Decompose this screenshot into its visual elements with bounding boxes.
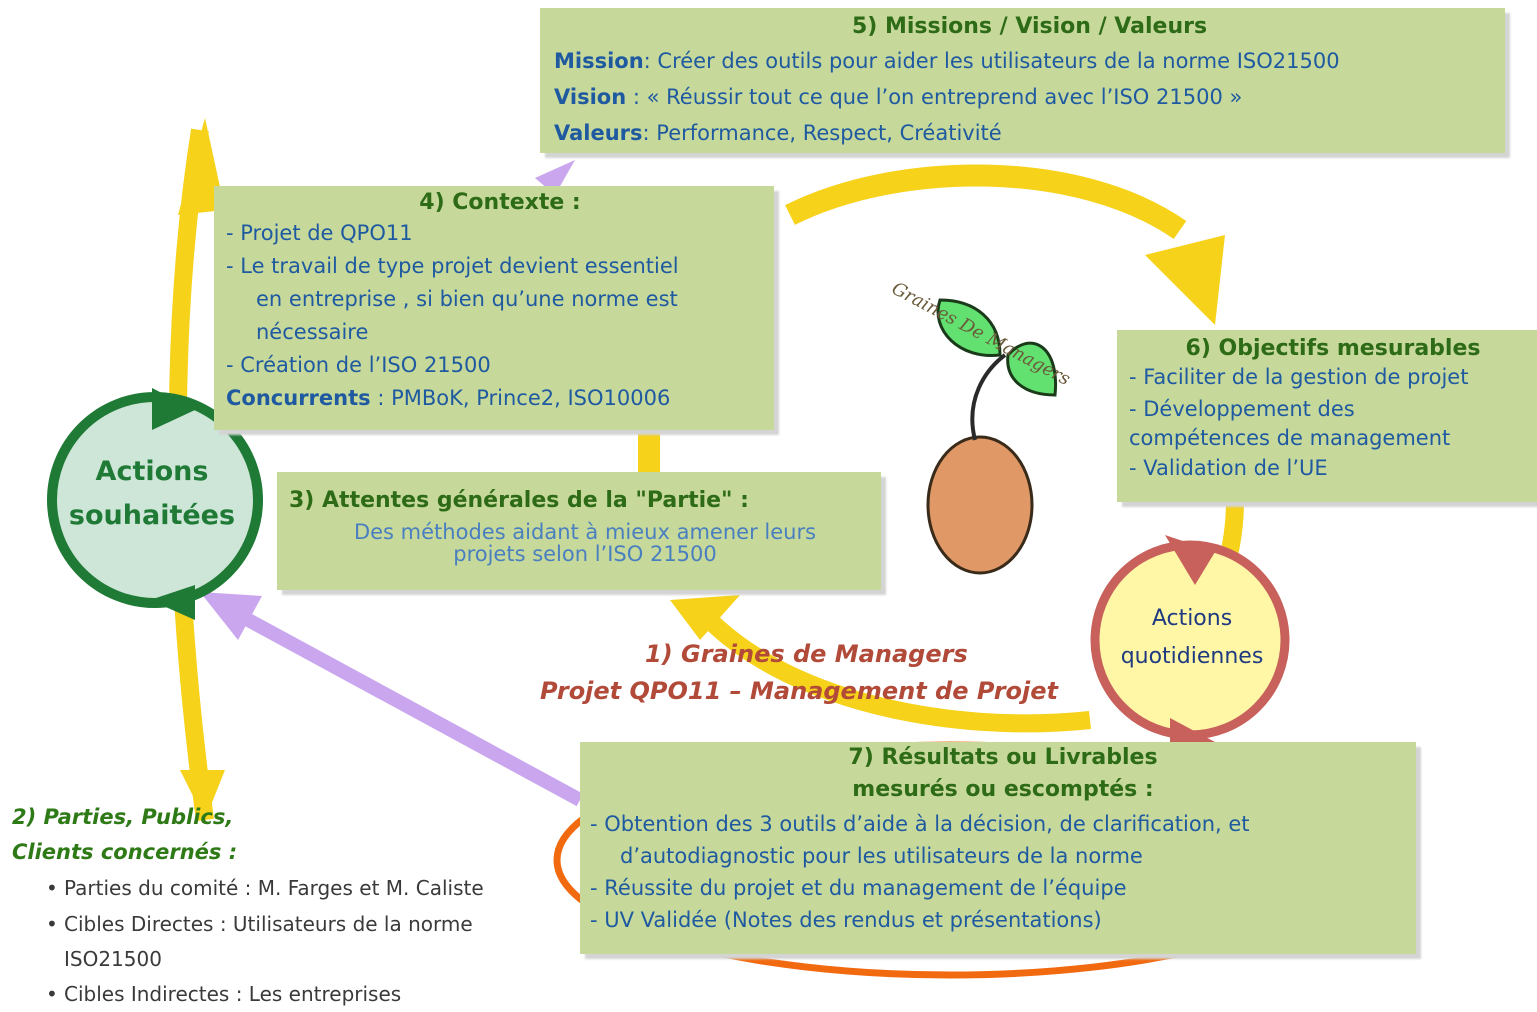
objectif-line: - Faciliter de la gestion de projet [1129,365,1469,389]
contexte-line: nécessaire [256,320,369,344]
objectifs-box: 6) Objectifs mesurables - Faciliter de l… [1117,330,1537,502]
parties-title-line1: 2) Parties, Publics, [12,805,234,829]
box3-title: 3) Attentes générales de la "Partie" : [289,488,749,513]
resultat-line: d’autodiagnostic pour les utilisateurs d… [620,844,1143,868]
left-yellow-arrowhead-bottom [180,770,225,820]
box7-title-line1: 7) Résultats ou Livrables [848,745,1158,770]
vision-label: Vision [554,85,627,109]
mission-label: Mission [554,49,644,73]
contexte-box: 4) Contexte : - Projet de QPO11 - Le tra… [214,186,774,430]
arc-bottom [693,604,1091,733]
parties-item-continuation: ISO21500 [64,947,162,971]
box7-title-line2: mesurés ou escomptés : [852,777,1154,802]
objectif-line: compétences de management [1129,426,1451,450]
red-ring-arrow-bottom [1170,718,1215,748]
box5-title: 5) Missions / Vision / Valeurs [851,14,1208,39]
attentes-line: Des méthodes aidant à mieux amener leurs [353,520,817,544]
arc-top [785,164,1187,240]
purple-arrow-head [200,592,262,640]
actions-souhaitees-line: souhaitées [68,500,236,531]
box4-title: 4) Contexte : [419,190,581,215]
left-yellow-arrowhead-top [178,118,225,215]
actions-souhaitees-line: Actions [95,456,209,487]
vision-text: : « Réussir tout ce que l’on entreprend … [626,85,1243,109]
parties-item: Cibles Directes : Utilisateurs de la nor… [12,906,612,942]
arc-top-arrowhead [1145,235,1225,325]
valeurs-label: Valeurs [554,121,643,145]
valeurs-line: Valeurs: Performance, Respect, Créativit… [554,115,1505,151]
actions-quotidiennes-line: Actions [1151,606,1233,631]
mission-line: Mission: Créer des outils pour aider les… [554,43,1505,79]
red-ring-arrow-top [1165,535,1215,585]
contexte-line: - Création de l’ISO 21500 [226,353,491,377]
resultat-line: - UV Validée (Notes des rendus et présen… [590,908,1102,932]
contexte-line: - Projet de QPO11 [226,221,413,245]
center-title-line1: 1) Graines de Managers [645,640,968,668]
box6-title: 6) Objectifs mesurables [1185,336,1481,361]
green-ring-arrow-top [152,388,195,430]
mission-text: : Créer des outils pour aider les utilis… [643,49,1340,73]
leaf-right-icon [1006,341,1058,397]
center-title-line2: Projet QPO11 – Management de Projet [540,677,1058,705]
resultat-line: - Obtention des 3 outils d’aide à la déc… [590,812,1250,836]
vision-line: Vision : « Réussir tout ce que l’on entr… [554,79,1505,115]
actions-quotidiennes-line: quotidiennes [1120,644,1264,669]
connector-3-4 [638,428,660,474]
attentes-box: 3) Attentes générales de la "Partie" : D… [277,472,881,590]
parties-title-line2: Clients concernés : [12,840,238,864]
arc-bottom-arrowhead [670,595,740,640]
contexte-line: - Le travail de type projet devient esse… [226,254,679,278]
resultat-line: - Réussite du projet et du management de… [590,876,1127,900]
parties-item: Cibles Indirectes : Les entreprises [12,976,612,1012]
concurrents-line: Concurrents : PMBoK, Prince2, ISO10006 [226,382,774,415]
resultats-box: 7) Résultats ou Livrables mesurés ou esc… [580,742,1416,954]
attentes-line: projets selon l’ISO 21500 [453,542,717,566]
leaf-left-icon [936,298,1002,358]
missions-vision-valeurs-box: 5) Missions / Vision / Valeurs Mission: … [540,8,1505,153]
actions-quotidiennes-label: Actions quotidiennes [1097,600,1287,676]
sprout-stem-icon [970,353,1007,441]
valeurs-text: : Performance, Respect, Créativité [642,121,1002,145]
actions-souhaitees-label: Actions souhaitées [52,450,252,538]
objectif-line: - Validation de l’UE [1129,456,1328,480]
concurrents-text: : PMBoK, Prince2, ISO10006 [370,386,671,410]
concurrents-label: Concurrents [226,386,371,410]
purple-arrow-line [226,603,584,807]
contexte-line: en entreprise , si bien qu’une norme est [256,287,678,311]
parties-item: Parties du comité : M. Farges et M. Cali… [12,870,612,906]
green-ring-arrow-bottom [150,585,195,620]
seed-icon [926,435,1034,575]
parties-section: 2) Parties, Publics, Clients concernés :… [12,800,612,1012]
objectif-line: - Développement des [1129,397,1355,421]
